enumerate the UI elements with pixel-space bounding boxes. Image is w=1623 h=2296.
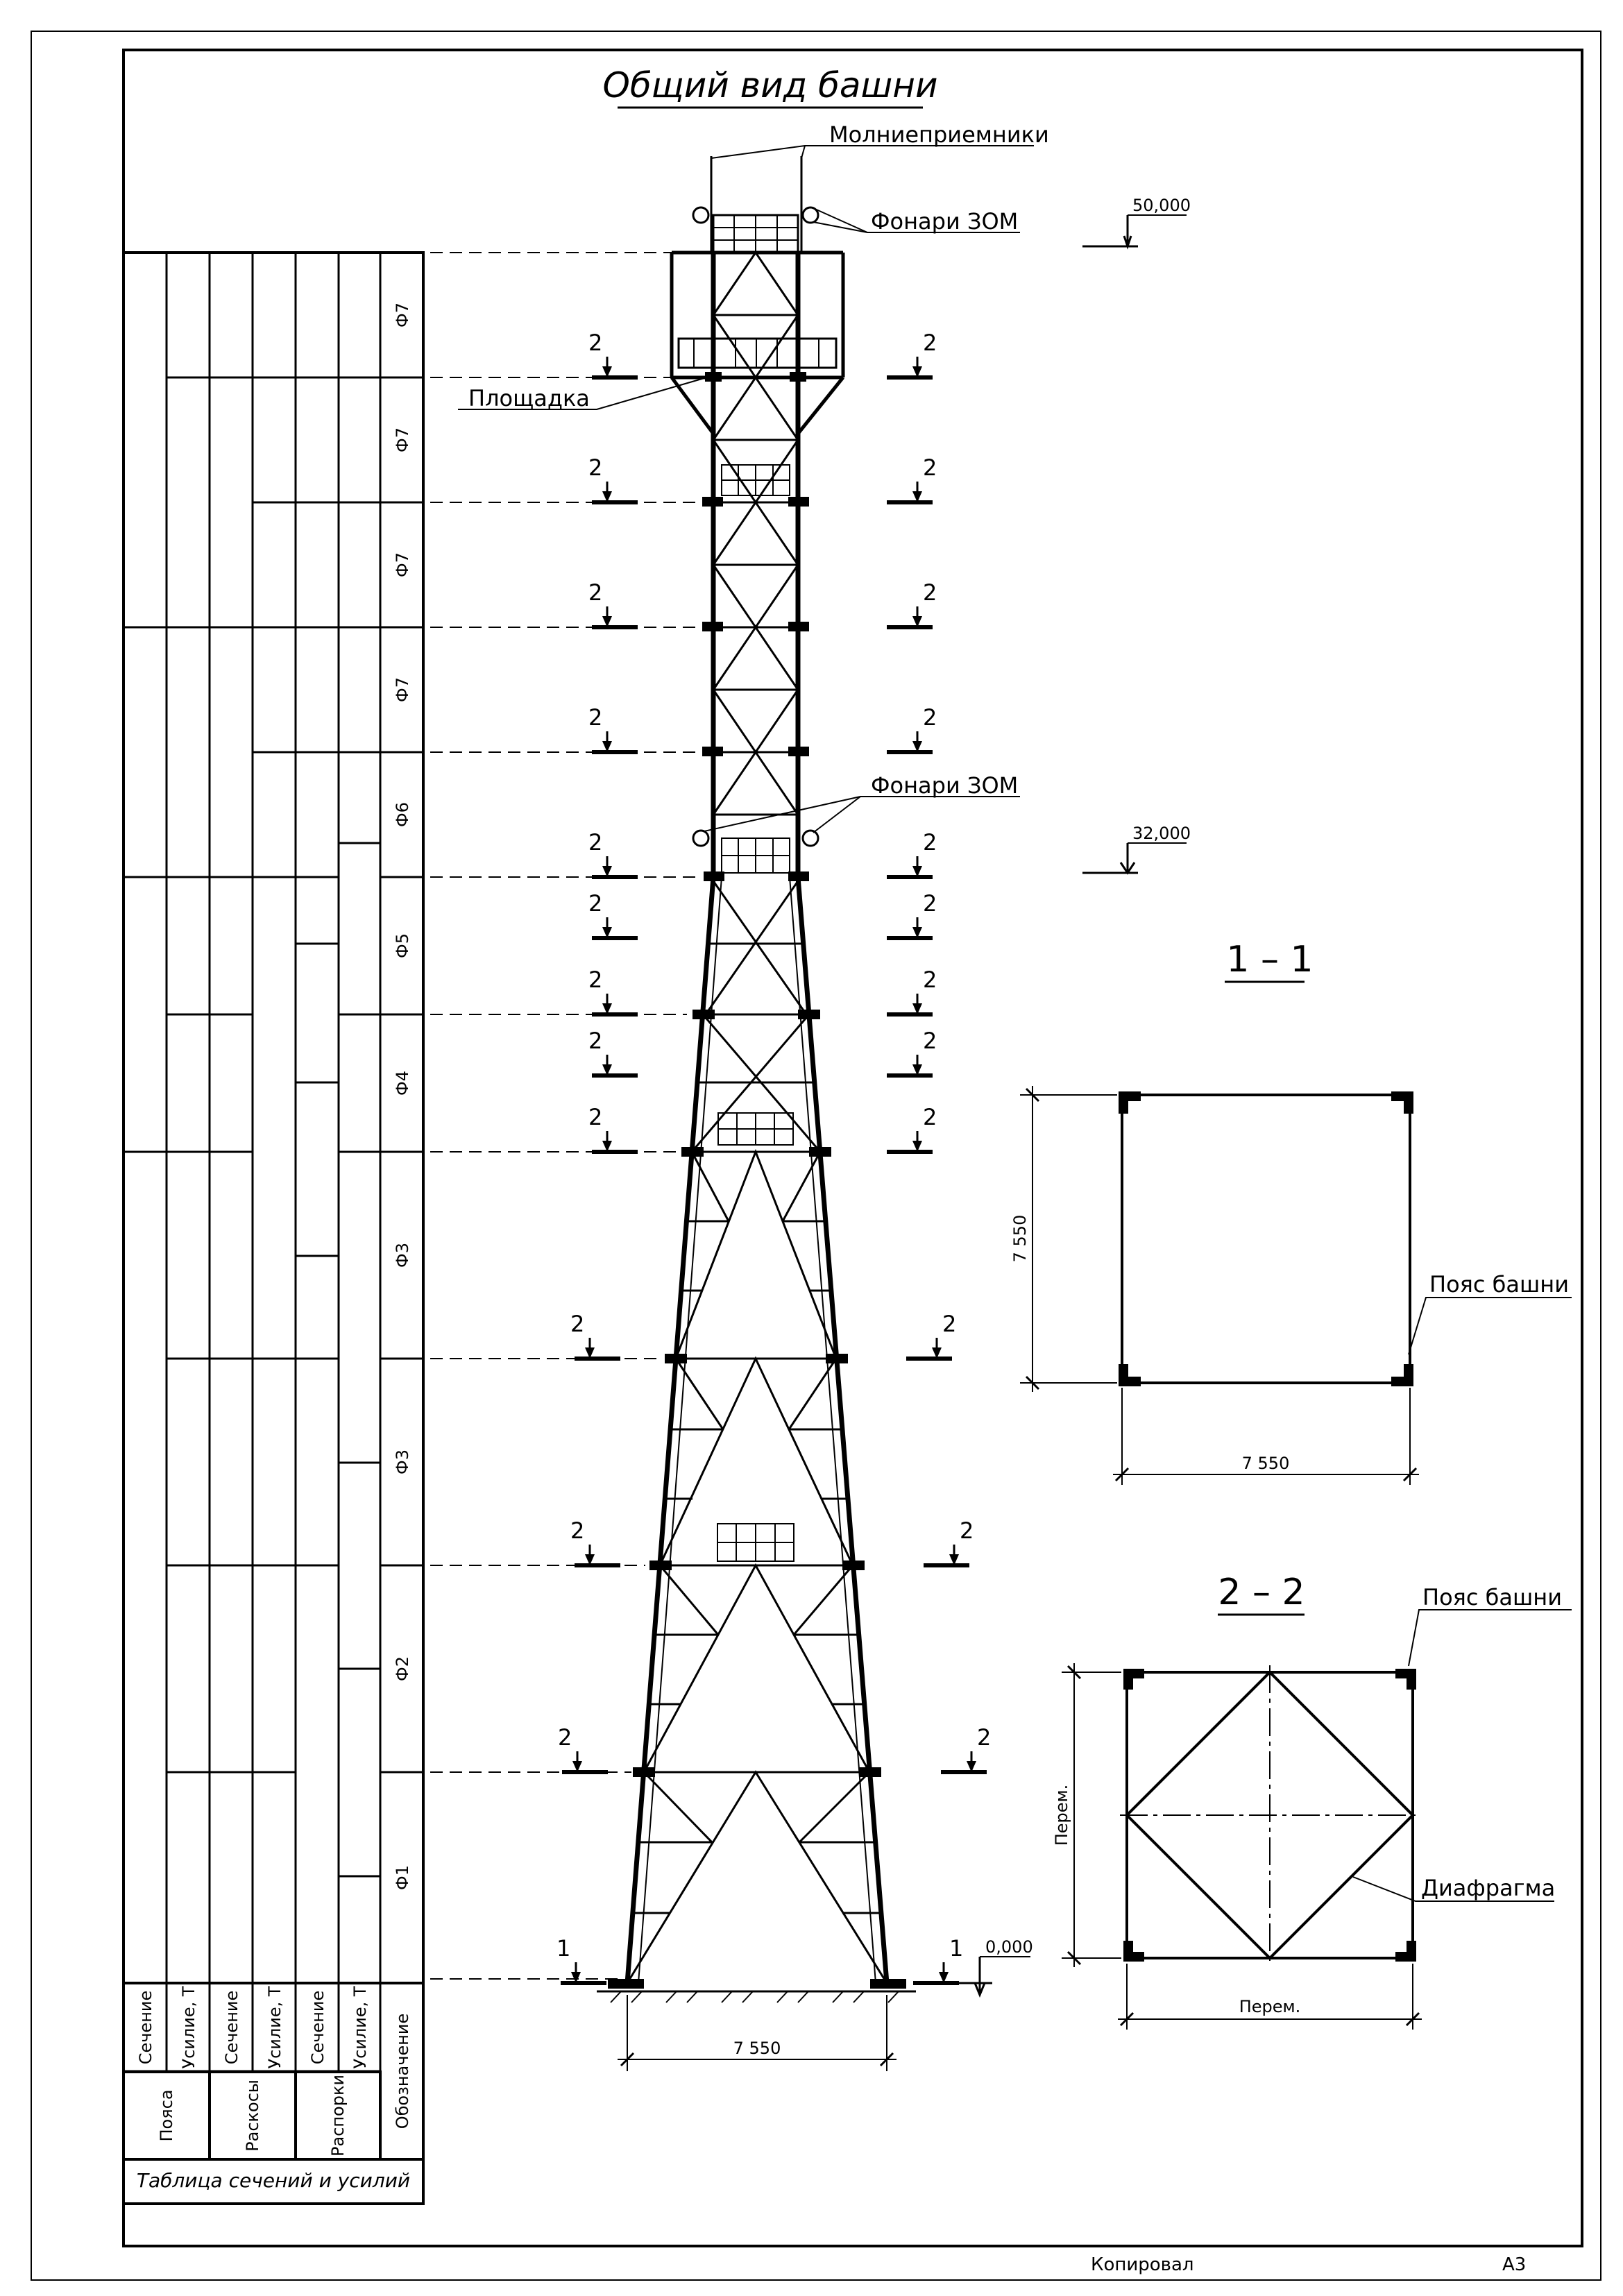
tower-chord-label-2: Пояс башни: [1422, 1584, 1562, 1610]
row-designation: Ф1: [393, 1865, 412, 1890]
section-2-mark: 2: [588, 330, 602, 356]
light-top-left: [692, 206, 710, 224]
tower-chord-label-1: Пояс башни: [1429, 1271, 1569, 1298]
base-width-text: 7 550: [733, 2039, 781, 2058]
row-designation: Ф4: [393, 1071, 412, 1096]
section-2-mark: 2: [558, 1724, 572, 1751]
section-2-mark: 2: [960, 1517, 974, 1544]
light-mid-left: [692, 829, 710, 847]
section-2-mark: 2: [588, 1028, 602, 1054]
group-chords: Пояса: [157, 2089, 176, 2141]
section-2-mark: 2: [588, 704, 602, 731]
elevation-top: 50,000: [1082, 196, 1191, 250]
obstruction-lights: [692, 206, 819, 847]
light-top-right: [801, 206, 819, 224]
section-1-1-title: 1 – 1: [1226, 939, 1313, 980]
section-1-1-dim-h: 7 550: [1242, 1454, 1290, 1473]
lights-top-label: Фонари ЗОМ: [871, 208, 1018, 235]
row-designation: Ф7: [393, 552, 412, 577]
col-designation: Обозначение: [393, 2014, 412, 2129]
format-label: А3: [1502, 2254, 1526, 2275]
section-2-mark: 2: [923, 1104, 937, 1130]
section-2-mark: 2: [570, 1517, 584, 1544]
section-2-mark: 2: [588, 1104, 602, 1130]
section-2-mark: 2: [923, 330, 937, 356]
col-strut-force: Усилие, Т: [350, 1986, 370, 2068]
tower-structure: [597, 156, 916, 2003]
section-2-2-dim-v: Перем.: [1052, 1785, 1071, 1846]
level-leader-lines: [430, 252, 701, 1980]
row-designation: Ф7: [393, 427, 412, 452]
title-text: Общий вид башни: [602, 65, 937, 105]
col-chord-section: Сечение: [136, 1991, 155, 2065]
group-braces: Раскосы: [243, 2080, 262, 2152]
section-1-mark: 1: [949, 1935, 963, 1962]
section-2-mark: 2: [588, 829, 602, 856]
section-2-2-dim-h: Перем.: [1239, 1997, 1301, 2016]
group-struts: Распорки: [328, 2075, 348, 2157]
section-2-mark: 2: [570, 1311, 584, 1337]
elevation-ground-text: 0,000: [985, 1937, 1033, 1957]
section-2-mark: 2: [923, 454, 937, 481]
row-designation: Ф2: [393, 1656, 412, 1681]
col-strut-section: Сечение: [308, 1991, 328, 2065]
row-designation: Ф3: [393, 1243, 412, 1268]
copied-label: Копировал: [1091, 2254, 1194, 2275]
elevation-mid: 32,000: [1082, 824, 1191, 875]
sheet-footer: Копировал А3: [1091, 2254, 1526, 2275]
light-mid-right: [801, 829, 819, 847]
elevation-marks: 50,000 32,000 0,000: [958, 196, 1191, 1998]
row-designation: Ф3: [393, 1449, 412, 1474]
section-2-mark: 2: [923, 1028, 937, 1054]
lights-mid-label: Фонари ЗОМ: [871, 772, 1018, 799]
drawing-title: Общий вид башни: [602, 65, 938, 109]
elevation-mid-text: 32,000: [1132, 824, 1191, 843]
platform-label: Площадка: [468, 385, 590, 411]
section-2-mark: 2: [923, 890, 937, 917]
callout-texts: Молниеприемники Фонари ЗОМ Площадка Фона…: [468, 121, 1569, 1901]
row-designation: Ф7: [393, 677, 412, 702]
row-designation: Ф5: [393, 933, 412, 958]
section-2-mark: 2: [588, 579, 602, 606]
section-2-mark: 2: [923, 829, 937, 856]
section-2-mark: 2: [588, 454, 602, 481]
section-2-mark: 2: [923, 967, 937, 993]
sections-forces-table: Ф7 Ф7 Ф7 Ф7 Ф6 Ф5 Ф4 Ф3 Ф3 Ф2 Ф1 Сечение…: [122, 251, 425, 2205]
section-2-mark: 2: [923, 579, 937, 606]
section-2-2-title: 2 – 2: [1218, 1572, 1305, 1613]
elevation-ground: 0,000: [958, 1937, 1033, 1998]
col-chord-force: Усилие, Т: [179, 1986, 198, 2068]
callout-leaders: [458, 145, 1572, 1902]
diaphragm-label: Диафрагма: [1421, 1875, 1555, 1901]
table-caption: Таблица сечений и усилий: [137, 2169, 410, 2192]
section-2-2: 2 – 2 Перем. Перем.: [1052, 1572, 1422, 2030]
section-1-mark: 1: [556, 1935, 570, 1962]
section-1-1-dim-v: 7 550: [1010, 1215, 1030, 1263]
section-cut-marks: 2 2 2 2 2 2 2 2 2 2 2 2 2 2 2 2 2 2 2 2 …: [556, 330, 991, 1983]
row-designation: Ф7: [393, 303, 412, 328]
section-2-mark: 2: [588, 967, 602, 993]
section-2-mark: 2: [942, 1311, 956, 1337]
section-2-mark: 2: [588, 890, 602, 917]
elevation-top-text: 50,000: [1132, 196, 1191, 215]
section-2-mark: 2: [977, 1724, 991, 1751]
col-brace-force: Усилие, Т: [265, 1986, 284, 2068]
lightning-rods-label: Молниеприемники: [829, 121, 1049, 148]
section-1-1: 1 – 1 7 550 7 550: [1010, 939, 1419, 1485]
row-designation: Ф6: [393, 802, 412, 827]
section-2-mark: 2: [923, 704, 937, 731]
base-dimension: 7 550: [618, 1995, 897, 2071]
col-brace-section: Сечение: [222, 1991, 241, 2065]
